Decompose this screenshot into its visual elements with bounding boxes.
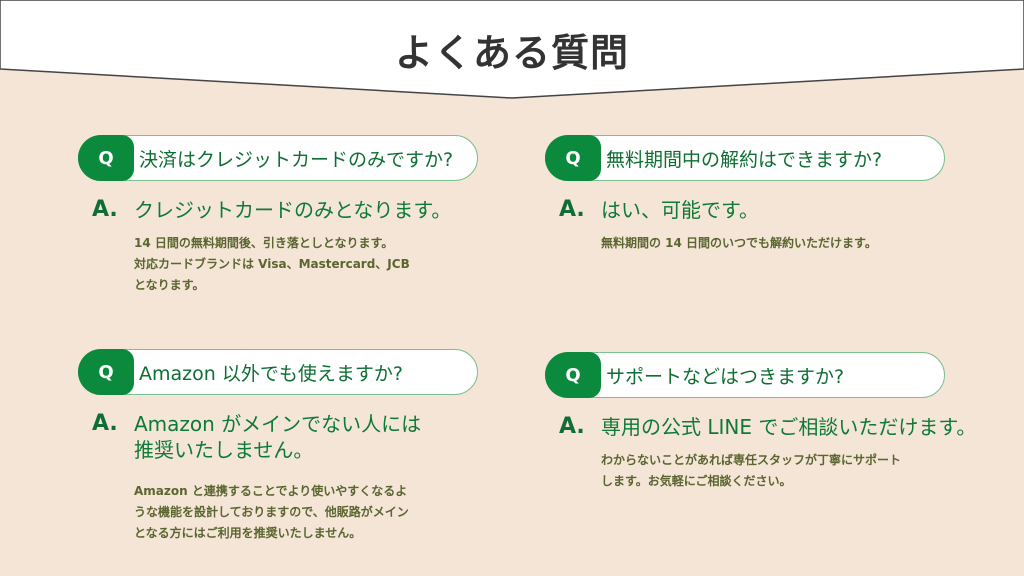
question-text: 無料期間中の解約はできますか?	[606, 148, 883, 171]
answer-detail: わからないことがあれば専任スタッフが丁寧にサポート します。お気軽にご相談くださ…	[601, 453, 902, 488]
answer-detail: Amazon と連携することでより使いやすくなるよ うな機能を設計しておりますの…	[134, 484, 409, 540]
answer-title: Amazon がメインでない人には 推奨いたしません。	[134, 412, 422, 462]
answer-title: 専用の公式 LINE でご相談いただけます。	[601, 415, 977, 439]
answer-title: はい、可能です。	[601, 198, 759, 222]
a-label: A.	[559, 197, 585, 222]
a-label: A.	[92, 197, 118, 222]
header-banner	[0, 0, 1024, 99]
answer-title: クレジットカードのみとなります。	[134, 198, 452, 222]
answer-detail: 14 日間の無料期間後、引き落としとなります。 対応カードブランドは Visa、…	[134, 236, 410, 292]
question-text: サポートなどはつきますか?	[606, 365, 845, 388]
page-title: よくある質問	[394, 31, 629, 75]
question-text: 決済はクレジットカードのみですか?	[139, 148, 454, 171]
a-label: A.	[559, 414, 585, 439]
q-badge: Q	[545, 135, 601, 181]
q-badge: Q	[78, 135, 134, 181]
answer-detail: 無料期間の 14 日間のいつでも解約いただけます。	[601, 236, 877, 250]
question-text: Amazon 以外でも使えますか?	[139, 362, 403, 385]
a-label: A.	[92, 411, 118, 436]
q-badge: Q	[545, 352, 601, 398]
q-badge: Q	[78, 349, 134, 395]
